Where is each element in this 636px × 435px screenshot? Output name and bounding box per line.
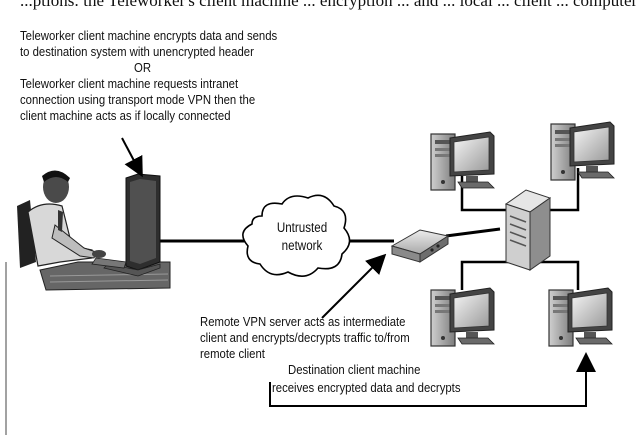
destination-note-line1: Destination client machine [288, 362, 421, 377]
teleworker-note-line1: Teleworker client machine encrypts data … [20, 28, 278, 43]
arrow-to-vpn-server [321, 253, 387, 319]
vpn-server-note-line2: client and encrypts/decrypts traffic to/… [200, 330, 410, 345]
arrow-to-destination [269, 352, 596, 407]
monitor-icon [91, 173, 161, 277]
workstation-icon-bottom-left [430, 287, 495, 347]
destination-note-line2: receives encrypted data and decrypts [272, 380, 461, 395]
link-vpn-server [445, 227, 501, 238]
cloud-label-line1: Untrusted [276, 220, 328, 235]
vpn-server-note-line3: remote client [200, 346, 265, 361]
header-cut-text: ...ptions: the Teleworker's client machi… [20, 0, 636, 10]
arrow-to-teleworker [121, 137, 143, 178]
workstation-icon-top-right [550, 121, 615, 181]
teleworker-note-line3: Teleworker client machine requests intra… [20, 76, 239, 91]
vpn-server-note-line1: Remote VPN server acts as intermediate [200, 314, 406, 329]
teleworker-note-line4: connection using transport mode VPN then… [20, 92, 256, 107]
teleworker-note-or: OR [134, 60, 152, 75]
server-tower-icon [504, 189, 552, 271]
cloud-icon [242, 194, 351, 277]
teleworker-note-line5: client machine acts as if locally connec… [20, 108, 231, 123]
workstation-icon-bottom-right [548, 287, 613, 347]
teleworker-note-line2: to destination system with unencrypted h… [20, 44, 254, 59]
cloud-label-line2: network [281, 238, 323, 253]
vpn-server-icon [390, 229, 450, 263]
